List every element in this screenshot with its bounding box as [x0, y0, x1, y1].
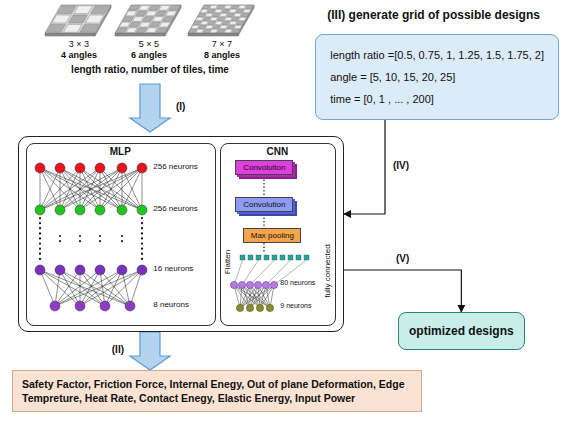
cnn-box: CNN Flatten fully connected 80 neurons 9 neu…	[220, 143, 336, 326]
node-text: optimized designs	[409, 324, 514, 338]
annotation-label: 7 × 7	[212, 39, 232, 49]
woven-tile	[188, 5, 254, 36]
block-arrow	[130, 84, 170, 132]
edge-label: (II)	[110, 344, 126, 355]
cnn-network	[230, 176, 309, 312]
annotation-label: (I)	[176, 101, 185, 112]
node-text: 8 neurons	[153, 300, 189, 309]
node-text: 256 neurons	[153, 162, 197, 171]
woven-tile	[115, 5, 181, 36]
node-text: Flatten	[223, 250, 232, 274]
convolution-layer: Convolution	[235, 160, 293, 175]
annotation-label: length ratio, number of tiles, time	[71, 64, 229, 75]
model-group-box: MLP 256 neurons 256 neurons 16 neurons 8 neu…	[18, 136, 344, 332]
woven-tile	[45, 5, 111, 36]
node-text: 256 neurons	[153, 204, 197, 213]
annotation-label: 6 angles	[131, 50, 167, 60]
node-text: Safety Factor, Friction Force, Internal …	[22, 377, 412, 405]
mlp-box: MLP 256 neurons 256 neurons 16 neurons 8 neu…	[26, 143, 216, 326]
annotation-label: 8 angles	[204, 50, 240, 60]
node-text: MLP	[110, 146, 131, 157]
flow-arrow	[344, 120, 385, 214]
node-text: Convolution	[241, 199, 287, 210]
output-box: optimized designs	[398, 312, 525, 350]
node-text: 9 neurons	[280, 302, 311, 309]
node-text: time = [0, 1 , ... , 200]	[330, 93, 544, 105]
node-text: (III) generate grid of possible designs	[315, 8, 559, 22]
edge-label: (IV)	[391, 160, 411, 171]
node-text: angle = [5, 10, 15, 20, 25]	[330, 71, 544, 83]
annotation-label: 4 angles	[61, 50, 97, 60]
node-text: 80 neurons	[280, 279, 315, 286]
parameter-grid-box: (III) generate grid of possible designs l…	[315, 8, 559, 120]
annotation-label: 5 × 5	[139, 39, 159, 49]
annotation-label: 3 × 3	[69, 39, 89, 49]
node-text: fully connected	[323, 245, 332, 298]
node-text: CNN	[266, 146, 288, 157]
flow-arrow	[344, 270, 461, 312]
panel-frame: length ratio =[0.5, 0.75, 1, 1.25, 1.5, …	[315, 34, 559, 120]
node-text: length ratio =[0.5, 0.75, 1, 1.25, 1.5, …	[330, 49, 544, 61]
node-text: 16 neurons	[153, 264, 193, 273]
node-text: Max pooling	[249, 230, 295, 241]
pooling-layer: Max pooling	[243, 228, 301, 243]
convolution-layer: Convolution	[235, 197, 293, 212]
node-text: Convolution	[241, 162, 287, 173]
edge-label: (V)	[394, 253, 411, 264]
outputs-box: Safety Factor, Friction Force, Internal …	[12, 370, 422, 412]
mlp-network	[35, 163, 147, 311]
flow-arrow	[130, 332, 170, 370]
